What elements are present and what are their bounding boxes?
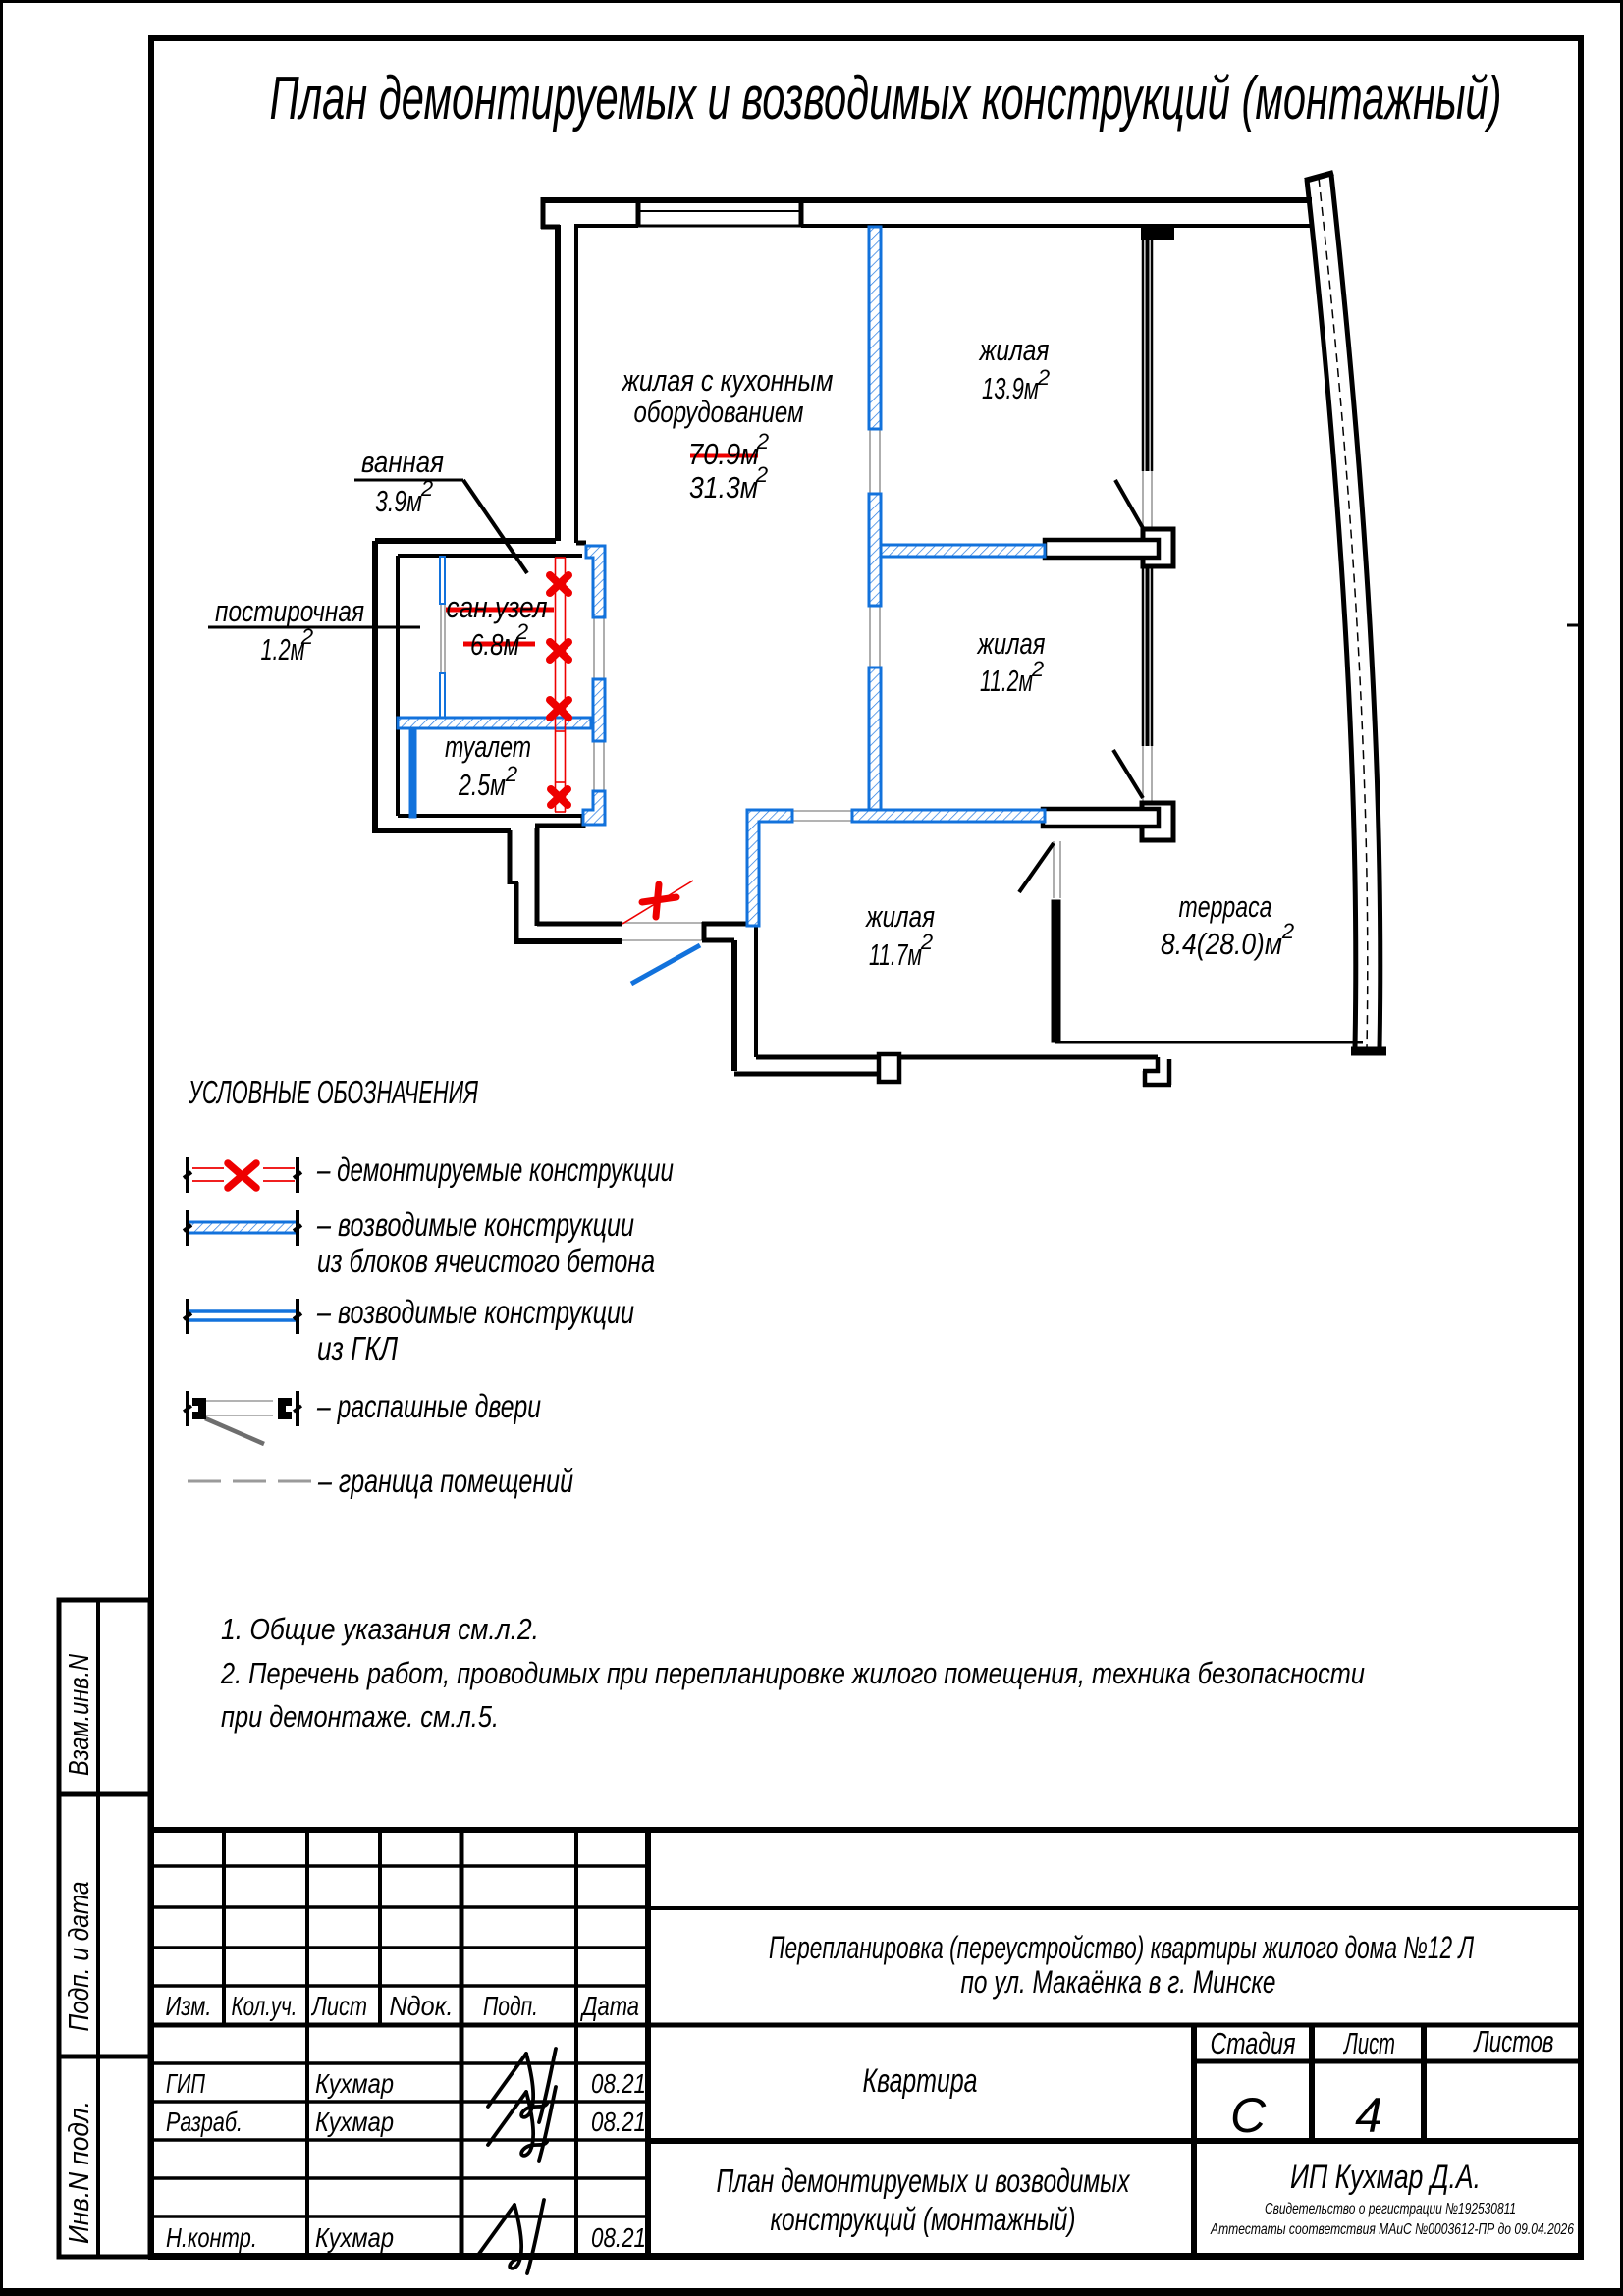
svg-text:из ГКЛ: из ГКЛ xyxy=(317,1330,398,1366)
svg-text:2: 2 xyxy=(755,462,768,487)
svg-text:конструкций (монтажный): конструкций (монтажный) xyxy=(771,2201,1076,2237)
svg-text:План демонтируемых и возвод: План демонтируемых и возводимых конструк… xyxy=(270,65,1502,133)
svg-text:Кухмар: Кухмар xyxy=(315,2107,394,2137)
svg-text:Лист: Лист xyxy=(1343,2026,1395,2060)
svg-text:Кухмар: Кухмар xyxy=(315,2068,394,2099)
svg-text:2: 2 xyxy=(920,930,933,954)
svg-text:31.3м: 31.3м xyxy=(689,470,758,505)
svg-text:Инв.N подл.: Инв.N подл. xyxy=(64,2101,95,2244)
svg-text:08.21: 08.21 xyxy=(591,2222,646,2253)
svg-text:План демонтируемых и возводимы: План демонтируемых и возводимых xyxy=(717,2163,1131,2199)
svg-text:Подп.: Подп. xyxy=(483,1991,538,2021)
svg-text:– возводимые конструкции: – возводимые конструкции xyxy=(316,1294,634,1330)
svg-text:жилая: жилая xyxy=(864,899,935,934)
svg-text:терраса: терраса xyxy=(1179,889,1272,924)
svg-text:Свидетельство о регистрации №1: Свидетельство о регистрации №192530811 xyxy=(1265,2201,1516,2217)
svg-text:2: 2 xyxy=(1037,365,1050,390)
svg-text:Аттестаты соответствия МАиС №0: Аттестаты соответствия МАиС №0003612-ПР … xyxy=(1210,2221,1574,2238)
svg-text:постирочная: постирочная xyxy=(215,594,364,628)
svg-text:– распашные двери: – распашные двери xyxy=(316,1388,541,1424)
svg-text:ГИП: ГИП xyxy=(166,2068,206,2099)
svg-text:2. Перечень работ, проводимых: 2. Перечень работ, проводимых при перепл… xyxy=(220,1656,1365,1690)
svg-text:08.21: 08.21 xyxy=(591,2107,646,2137)
svg-text:жилая: жилая xyxy=(976,626,1046,661)
svg-text:жилая: жилая xyxy=(978,333,1050,367)
svg-text:туалет: туалет xyxy=(445,729,531,764)
svg-text:70.9м: 70.9м xyxy=(688,437,759,471)
svg-text:2: 2 xyxy=(300,624,313,649)
svg-text:– возводимые конструкции: – возводимые конструкции xyxy=(316,1206,634,1243)
svg-text:Н.контр.: Н.контр. xyxy=(166,2222,257,2253)
svg-text:Подп. и дата: Подп. и дата xyxy=(64,1882,95,2032)
svg-text:2: 2 xyxy=(505,762,517,786)
svg-text:11.7м: 11.7м xyxy=(869,937,922,972)
svg-text:1. Общие указания см.л.2.: 1. Общие указания см.л.2. xyxy=(221,1612,539,1646)
svg-text:Кол.уч.: Кол.уч. xyxy=(232,1991,298,2021)
svg-text:ванная: ванная xyxy=(361,445,444,479)
svg-text:по ул. Макаёнка в г. Минске: по ул. Макаёнка в г. Минске xyxy=(961,1964,1276,2000)
svg-text:8.4(28.0)м: 8.4(28.0)м xyxy=(1161,927,1282,961)
svg-text:– демонтируемые конструкции: – демонтируемые конструкции xyxy=(316,1151,674,1188)
svg-text:Изм.: Изм. xyxy=(166,1991,212,2021)
svg-text:2: 2 xyxy=(420,476,433,501)
svg-text:6.8м: 6.8м xyxy=(470,627,519,662)
svg-text:С: С xyxy=(1230,2088,1267,2143)
svg-text:сан.узел: сан.узел xyxy=(447,590,548,624)
svg-text:11.2м: 11.2м xyxy=(980,664,1033,698)
svg-text:Квартира: Квартира xyxy=(863,2062,978,2100)
svg-text:Разраб.: Разраб. xyxy=(166,2107,243,2137)
svg-text:Nдок.: Nдок. xyxy=(390,1991,454,2021)
svg-text:УСЛОВНЫЕ ОБОЗНАЧЕНИЯ: УСЛОВНЫЕ ОБОЗНАЧЕНИЯ xyxy=(188,1074,478,1110)
svg-text:2.5м: 2.5м xyxy=(458,768,506,802)
svg-text:жилая с кухонным: жилая с кухонным xyxy=(621,363,834,398)
svg-text:13.9м: 13.9м xyxy=(982,371,1039,405)
svg-text:Перепланировка (переустройство: Перепланировка (переустройство) квартиры… xyxy=(769,1930,1474,1965)
svg-text:3.9м: 3.9м xyxy=(375,484,422,518)
svg-text:Кухмар: Кухмар xyxy=(315,2222,394,2253)
svg-text:– граница помещений: – граница помещений xyxy=(317,1463,573,1499)
svg-text:2: 2 xyxy=(515,619,528,644)
svg-text:Листов: Листов xyxy=(1473,2024,1553,2058)
svg-text:Дата: Дата xyxy=(580,1991,639,2021)
svg-text:2: 2 xyxy=(1031,657,1044,681)
svg-text:при демонтаже. см.л.5.: при демонтаже. см.л.5. xyxy=(221,1699,499,1734)
svg-text:Лист: Лист xyxy=(310,1991,367,2021)
svg-text:ИП Кухмар Д.А.: ИП Кухмар Д.А. xyxy=(1290,2159,1481,2196)
svg-text:из блоков ячеистого бетона: из блоков ячеистого бетона xyxy=(317,1243,655,1279)
svg-text:Стадия: Стадия xyxy=(1211,2026,1296,2060)
svg-text:оборудованием: оборудованием xyxy=(634,395,804,429)
svg-text:2: 2 xyxy=(1281,919,1294,943)
svg-text:1.2м: 1.2м xyxy=(261,632,305,667)
svg-text:2: 2 xyxy=(756,429,769,454)
svg-text:08.21: 08.21 xyxy=(591,2068,646,2099)
svg-text:4: 4 xyxy=(1355,2088,1382,2143)
svg-text:Взам.инв.N: Взам.инв.N xyxy=(64,1654,95,1776)
